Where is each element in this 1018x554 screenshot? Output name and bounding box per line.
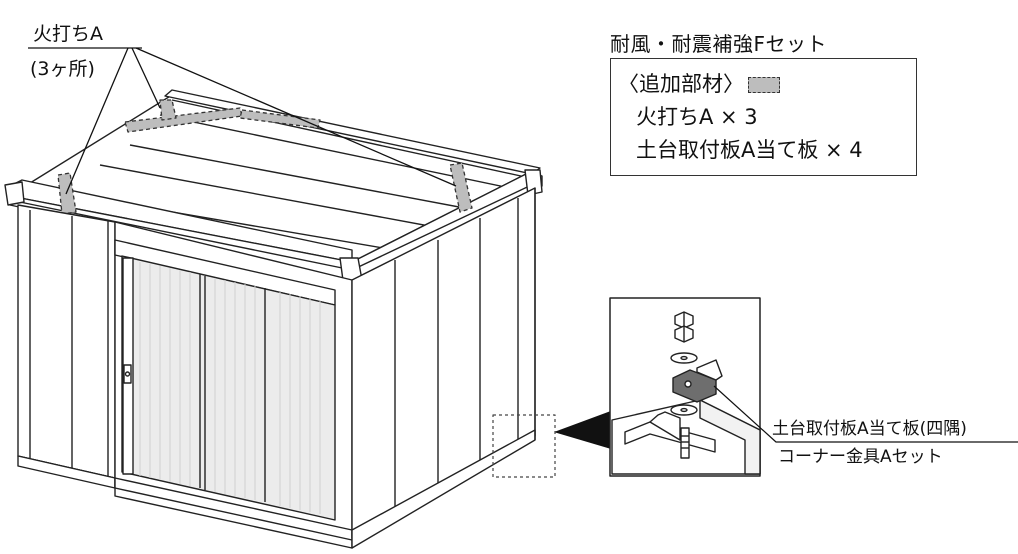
left-wall (17, 204, 116, 489)
hiuchi-leaders (28, 47, 457, 195)
kit-item: 土台取付板A当て板 × 4 (636, 138, 863, 162)
front-wall (114, 221, 353, 549)
added-parts-row: 〈追加部材〉 (618, 68, 780, 98)
detail-leader (713, 385, 1018, 443)
hiuchi-label: 火打ちA (33, 23, 103, 45)
kit-title: 耐風・耐震補強Fセット (610, 32, 828, 56)
kit-item: 火打ちA × 3 (636, 105, 758, 129)
corner-highlight-box (492, 414, 556, 478)
right-wall (351, 187, 536, 549)
hiuchi-count: (3ヶ所) (30, 58, 95, 80)
detail-panel (609, 297, 761, 477)
detail-pointer (555, 411, 611, 449)
gray-swatch (748, 77, 780, 93)
detail-label-corner: コーナー金具Aセット (778, 447, 943, 467)
detail-label-plate: 土台取付板A当て板(四隅) (772, 419, 967, 439)
added-parts-label: 〈追加部材〉 (618, 72, 744, 96)
